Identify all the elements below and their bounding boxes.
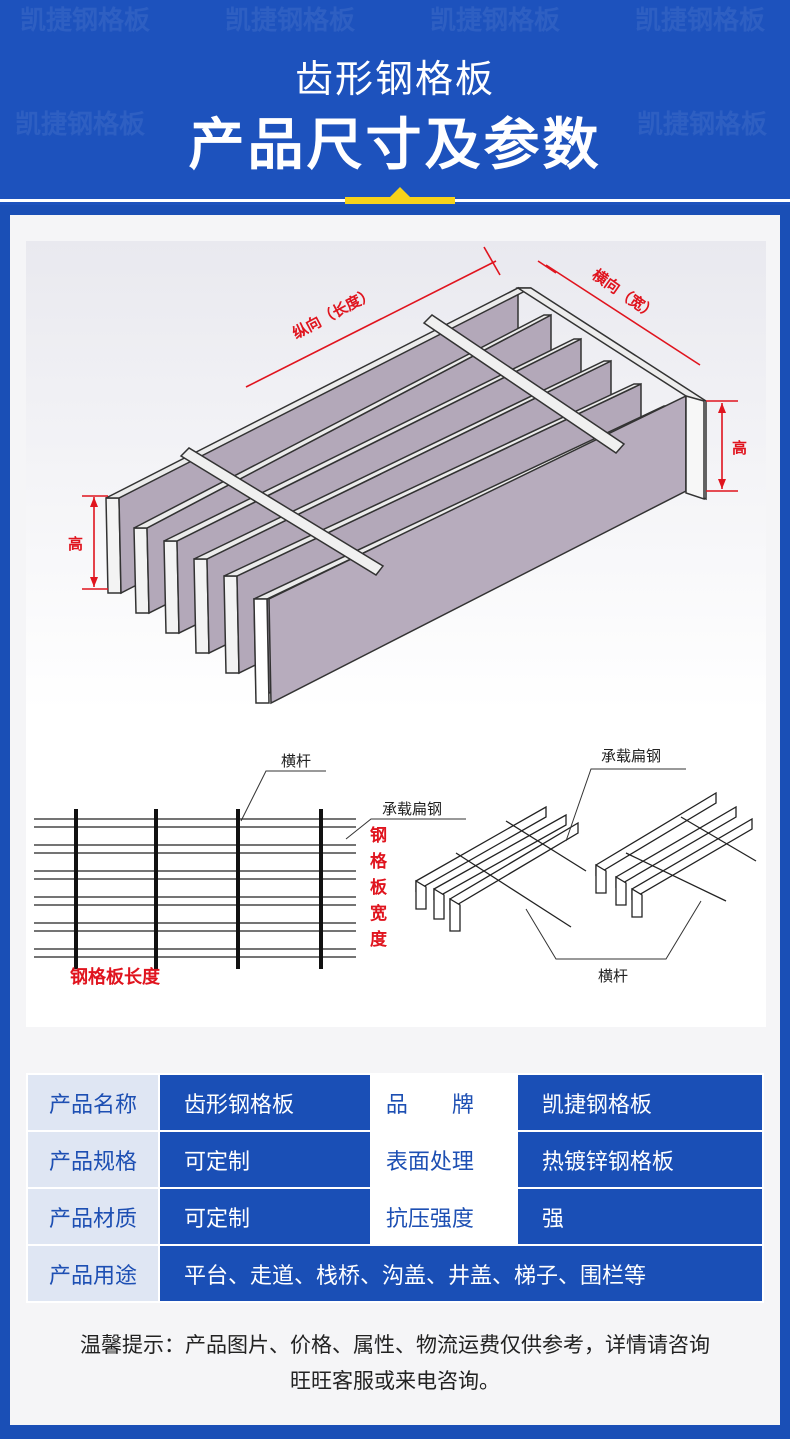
spec-row: 产品材质 可定制 抗压强度 强 (26, 1187, 765, 1246)
reminder-line-2: 旺旺客服或来电咨询。 (290, 1369, 500, 1393)
label-height-right: 高 (732, 439, 747, 457)
spec-row: 产品用途 平台、走道、栈桥、沟盖、井盖、梯子、围栏等 (26, 1244, 764, 1303)
plan-view-crossbars (74, 809, 323, 969)
svg-text:板: 板 (370, 877, 388, 898)
plan-view-leaders (240, 770, 466, 840)
watermark: 凯捷钢格板 (15, 110, 146, 140)
spec-label: 产品用途 (26, 1244, 160, 1303)
svg-text:钢: 钢 (370, 825, 387, 846)
label-crossbar-bottom: 横杆 (598, 967, 628, 985)
plan-view-grid (34, 818, 356, 958)
watermark: 凯捷钢格板 (635, 6, 766, 36)
spec-label: 产品材质 (26, 1187, 160, 1246)
spec-label: 表面处理 (369, 1130, 518, 1189)
spec-label: 产品规格 (26, 1130, 160, 1189)
svg-text:格: 格 (370, 851, 388, 872)
divider-triangle (390, 187, 410, 197)
label-bearing-bar-1: 承载扁钢 (382, 800, 442, 818)
label-grating-width: 钢 格 板 宽 度 (370, 825, 388, 950)
spec-value: 强 (515, 1187, 765, 1246)
divider-accent (345, 197, 455, 204)
dimension-arrowheads (90, 403, 726, 587)
iso-leaders (525, 768, 702, 960)
grating-drawing: 纵向（长度） 横向（宽） 高 高 (26, 241, 766, 988)
spec-label: 产品名称 (26, 1073, 160, 1132)
label-bearing-bar-2: 承载扁钢 (601, 747, 661, 765)
bearing-bars-3d (105, 286, 707, 705)
spec-label: 抗压强度 (369, 1187, 518, 1246)
label-height-left: 高 (68, 535, 83, 553)
spec-value: 可定制 (158, 1187, 372, 1246)
watermark: 凯捷钢格板 (20, 6, 151, 36)
spec-value: 热镀锌钢格板 (515, 1130, 765, 1189)
dimension-lines (82, 246, 738, 590)
iso-view-2 (595, 791, 757, 918)
iso-view-1 (415, 805, 587, 932)
label-grating-length: 钢格板长度 (70, 966, 161, 988)
cross-bars-3d (179, 314, 626, 576)
watermark: 凯捷钢格板 (637, 110, 768, 140)
header-banner: 凯捷钢格板 凯捷钢格板 凯捷钢格板 凯捷钢格板 凯捷钢格板 凯捷钢格板 齿形钢格… (0, 0, 790, 205)
svg-text:度: 度 (370, 929, 388, 950)
watermark: 凯捷钢格板 (225, 6, 356, 36)
reminder-line-1: 温馨提示：产品图片、价格、属性、物流运费仅供参考，详情请咨询 (80, 1333, 710, 1357)
product-diagram: 纵向（长度） 横向（宽） 高 高 (26, 241, 766, 1027)
watermark: 凯捷钢格板 (430, 6, 561, 36)
page-title: 产品尺寸及参数 (188, 113, 602, 178)
label-crossbar-top: 横杆 (281, 752, 311, 770)
svg-text:宽: 宽 (370, 903, 387, 924)
spec-row: 产品名称 齿形钢格板 品 牌 凯捷钢格板 (26, 1073, 765, 1132)
spec-row: 产品规格 可定制 表面处理 热镀锌钢格板 (26, 1130, 765, 1189)
spec-value: 齿形钢格板 (158, 1073, 372, 1132)
spec-table: 产品名称 齿形钢格板 品 牌 凯捷钢格板 产品规格 可定制 表面处理 热镀锌钢格… (26, 1073, 765, 1303)
spec-value-usage: 平台、走道、栈桥、沟盖、井盖、梯子、围栏等 (158, 1244, 764, 1303)
spec-value: 可定制 (158, 1130, 372, 1189)
spec-value: 凯捷钢格板 (515, 1073, 765, 1132)
spec-label: 品 牌 (369, 1073, 518, 1132)
content-panel: 纵向（长度） 横向（宽） 高 高 (10, 215, 780, 1425)
reminder-note: 温馨提示：产品图片、价格、属性、物流运费仅供参考，详情请咨询 旺旺客服或来电咨询… (10, 1327, 780, 1399)
header-subtitle: 齿形钢格板 (294, 57, 495, 101)
